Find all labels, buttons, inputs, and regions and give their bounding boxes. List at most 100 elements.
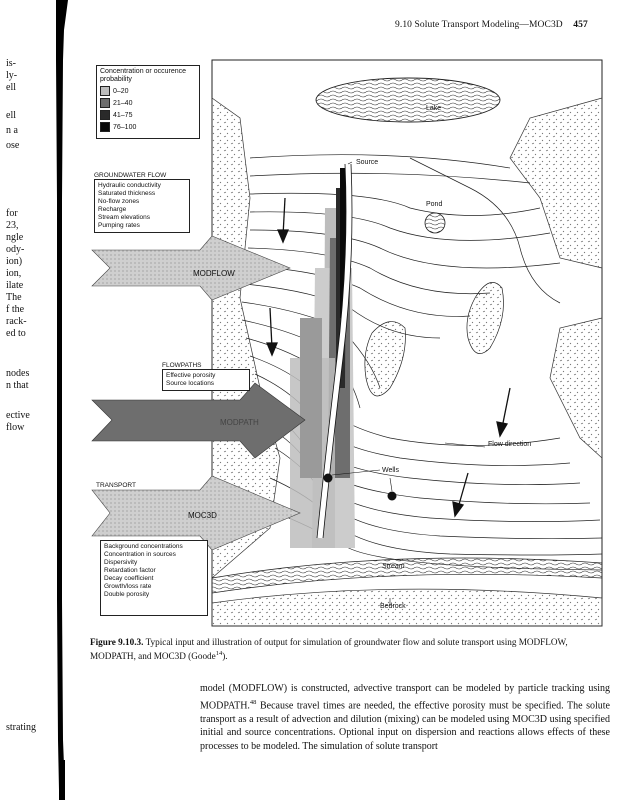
- list-item: Retardation factor: [104, 567, 156, 574]
- lake-label: Lake: [426, 105, 441, 112]
- list-item: No-flow zones: [98, 198, 140, 205]
- source-leader: [347, 161, 353, 165]
- margin-fragment: ilate: [6, 280, 24, 291]
- margin-fragment: flow: [6, 422, 25, 433]
- lake-shape: [315, 77, 501, 123]
- margin-fragment: for: [6, 208, 18, 219]
- modflow-arrow: [91, 235, 291, 301]
- margin-fragment: is-: [6, 58, 16, 69]
- caption-text: Typical input and illustration of output…: [90, 637, 568, 662]
- body-superscript: 48: [249, 698, 257, 706]
- list-item: Saturated thickness: [98, 190, 156, 197]
- margin-fragment: rack-: [6, 316, 27, 327]
- legend-title: Concentration or occurence probability: [100, 68, 186, 83]
- legend-swatch: [100, 86, 110, 96]
- margin-fragment: ion): [6, 256, 23, 267]
- list-item: Recharge: [98, 206, 127, 213]
- bedrock-right-mid: [549, 317, 603, 459]
- margin-fragment: ective: [6, 410, 30, 421]
- modpath-label: MODPATH: [220, 418, 259, 427]
- margin-fragment: f the: [6, 304, 25, 315]
- running-header: 9.10 Solute Transport Modeling—MOC3D 457: [395, 20, 588, 30]
- moc3d-label: MOC3D: [188, 511, 217, 520]
- binding-shadow: [56, 0, 68, 800]
- modpath-arrow: [91, 382, 306, 459]
- flow-direction-text: Flow direction: [488, 441, 531, 448]
- body-text-part2: Because travel times are needed, the eff…: [200, 699, 610, 752]
- pond-label: Pond: [426, 201, 442, 208]
- figure-caption: Figure 9.10.3. Typical input and illustr…: [90, 636, 610, 662]
- legend-item: 21–40: [100, 98, 196, 108]
- transport-title: TRANSPORT: [96, 482, 136, 489]
- margin-fragment: ed to: [6, 328, 26, 339]
- list-item: Hydraulic conductivity: [98, 182, 161, 189]
- legend-item: 0–20: [100, 86, 196, 96]
- margin-fragment: ell: [6, 82, 16, 93]
- list-item: Decay coefficient: [104, 575, 154, 582]
- source-label: Source: [356, 159, 378, 166]
- caption-end: ).: [222, 651, 228, 662]
- margin-fragment: ly-: [6, 70, 18, 81]
- margin-fragment: ose: [6, 140, 20, 151]
- legend: Concentration or occurence probability 0…: [96, 65, 200, 139]
- stream-shape: [211, 557, 603, 594]
- stream-label: Stream: [382, 563, 405, 570]
- well-2: [387, 491, 397, 501]
- island-upper: [466, 282, 504, 354]
- list-item: Growth/loss rate: [104, 583, 152, 590]
- body-paragraph: model (MODFLOW) is constructed, advectiv…: [200, 682, 610, 753]
- legend-items: 0–20 21–40 41–75 76–100: [100, 86, 196, 132]
- legend-label: 41–75: [113, 111, 133, 119]
- margin-fragment: ngle: [6, 232, 24, 243]
- margin-fragment: ell: [6, 110, 16, 121]
- legend-swatch: [100, 110, 110, 120]
- margin-fragment: The: [6, 292, 22, 303]
- margin-fragment: n a: [6, 125, 18, 136]
- wells-label: Wells: [382, 467, 399, 474]
- margin-fragment: ody-: [6, 244, 25, 255]
- list-item: Pumping rates: [98, 222, 140, 229]
- legend-item: 76–100: [100, 122, 196, 132]
- pond-shape: [424, 212, 446, 234]
- list-item: Dispersivity: [104, 559, 138, 566]
- modflow-label: MODFLOW: [193, 269, 235, 278]
- margin-fragment: n that: [6, 380, 29, 391]
- caption-superscript: 14: [215, 650, 223, 657]
- margin-fragment: nodes: [6, 368, 30, 379]
- body-text-part1: model (MODFLOW) is constructed, advectiv…: [200, 683, 610, 711]
- list-item: Stream elevations: [98, 214, 151, 221]
- margin-fragment: ion,: [6, 268, 22, 279]
- well-1: [323, 473, 333, 483]
- caption-label: Figure 9.10.3.: [90, 637, 144, 647]
- flowpaths-title: FLOWPATHS: [162, 362, 202, 369]
- legend-item: 41–75: [100, 110, 196, 120]
- legend-label: 76–100: [113, 123, 137, 131]
- source-channel: [317, 163, 352, 539]
- bedrock-right-upper: [509, 97, 603, 269]
- running-title: 9.10 Solute Transport Modeling—MOC3D: [395, 20, 563, 30]
- list-item: Concentration in sources: [104, 551, 176, 558]
- groundwater-flow-title: GROUNDWATER FLOW: [94, 172, 167, 179]
- island-lower: [364, 321, 406, 397]
- page-number: 457: [573, 20, 588, 30]
- margin-fragment: strating: [6, 722, 36, 733]
- legend-label: 21–40: [113, 99, 133, 107]
- legend-label: 0–20: [113, 87, 129, 95]
- margin-fragment: 23,: [6, 220, 19, 231]
- legend-swatch: [100, 122, 110, 132]
- bedrock-bottom: [211, 588, 603, 627]
- flow-direction-label: Flow direction: [488, 441, 531, 448]
- figure-9-10-3: MODFLOW MODPATH MOC3D Lake Source Pond F…: [91, 59, 603, 627]
- list-item: Effective porosity: [166, 372, 216, 379]
- bedrock-label: Bedrock: [380, 603, 406, 610]
- list-item: Source locations: [166, 380, 215, 387]
- list-item: Double porosity: [104, 591, 150, 598]
- moc3d-arrow: [91, 475, 301, 551]
- list-item: Background concentrations: [104, 543, 183, 550]
- flow-arrows: [266, 197, 511, 518]
